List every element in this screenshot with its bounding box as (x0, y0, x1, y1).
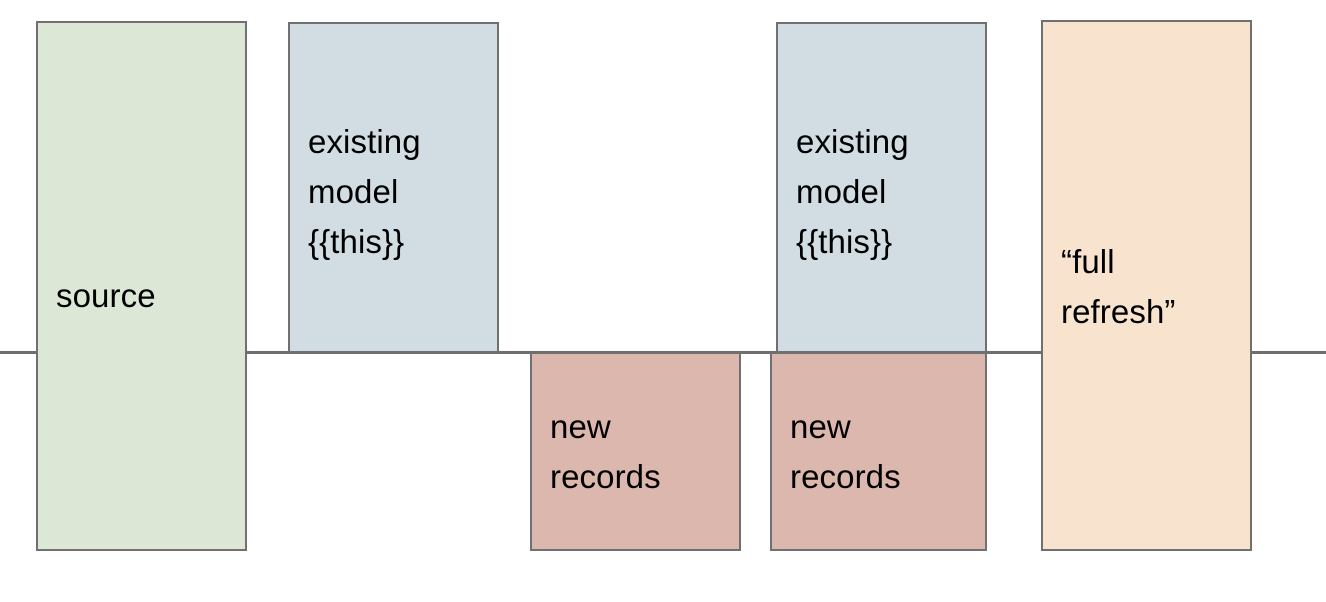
box-new-records-1-label: new records (550, 408, 661, 495)
box-existing-model-2[interactable]: existing model {{this}} (776, 22, 987, 353)
box-full-refresh[interactable]: “full refresh” (1041, 20, 1252, 551)
box-new-records-1[interactable]: new records (530, 352, 741, 551)
box-source-label: source (56, 277, 156, 314)
box-source[interactable]: source (36, 21, 247, 551)
box-new-records-2[interactable]: new records (770, 352, 987, 551)
box-full-refresh-label: “full refresh” (1061, 243, 1176, 330)
box-existing-model-1[interactable]: existing model {{this}} (288, 22, 499, 353)
box-existing-model-1-label: existing model {{this}} (308, 123, 421, 260)
box-existing-model-2-label: existing model {{this}} (796, 123, 909, 260)
box-new-records-2-label: new records (790, 408, 901, 495)
